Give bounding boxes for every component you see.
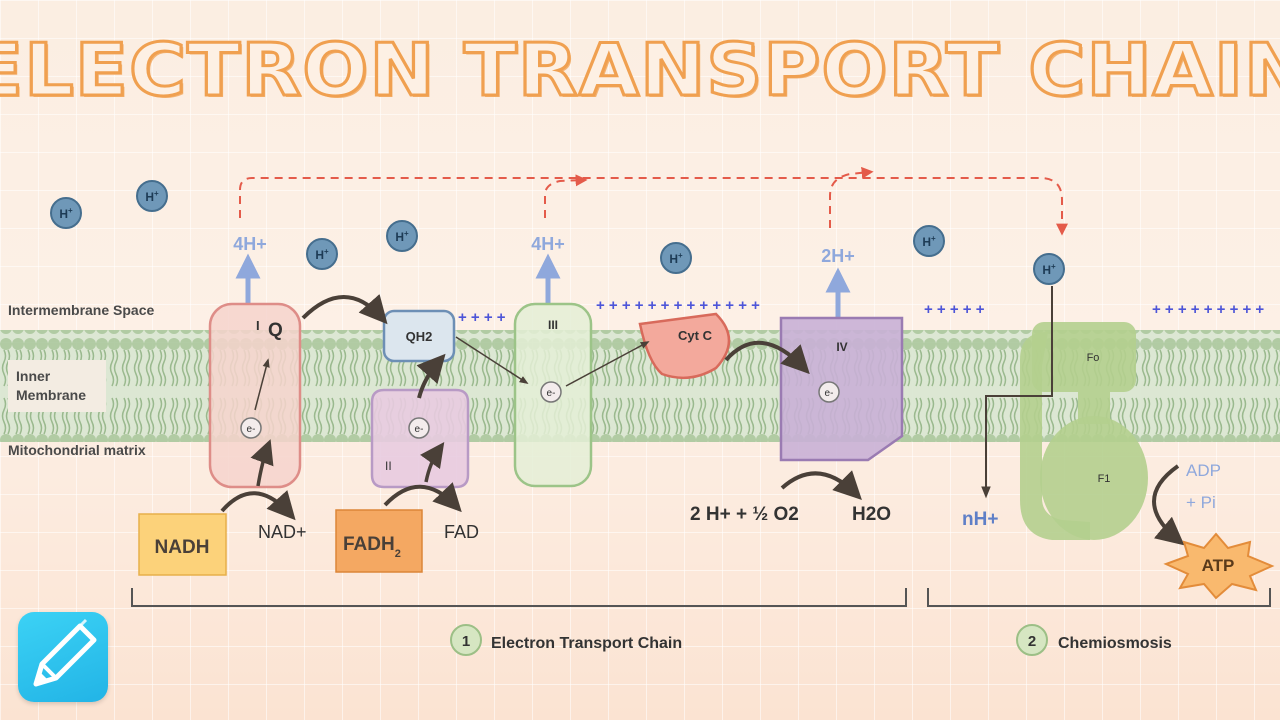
svg-text:H+: H+: [145, 189, 159, 204]
section-1-label: 1 Electron Transport Chain: [450, 624, 682, 656]
fo-subunit: [1032, 322, 1136, 392]
electron: e-: [818, 381, 840, 403]
proton: H+: [1033, 253, 1065, 285]
proton-flow-arrow-iv: [829, 166, 874, 228]
pump-c1: 4H+: [233, 234, 267, 304]
atp-burst: ATP: [1163, 532, 1275, 600]
mitochondrial-matrix-label: Mitochondrial matrix: [8, 442, 146, 458]
proton-flow-arrow-iii: [544, 174, 588, 218]
fadh2-oxidation-arrow: [383, 482, 462, 513]
svg-text:2: 2: [1028, 633, 1036, 650]
svg-text:IV: IV: [836, 340, 847, 354]
nh-label: nH+: [962, 509, 998, 530]
svg-text:ATP: ATP: [1202, 556, 1235, 575]
proton: H+: [660, 242, 692, 274]
svg-text:H+: H+: [1042, 262, 1056, 277]
svg-text:H+: H+: [315, 247, 329, 262]
svg-text:e-: e-: [415, 424, 424, 435]
app-logo[interactable]: [18, 612, 108, 702]
proton-cluster: H+ H+ H+ H+ H+ H+ H+: [50, 180, 1065, 285]
svg-text:e-: e-: [825, 388, 834, 399]
svg-text:Electron Transport Chain: Electron Transport Chain: [491, 635, 682, 652]
electron: e-: [408, 417, 430, 439]
fad-label: FAD: [444, 522, 479, 542]
inner-membrane-label-1: Inner: [16, 368, 51, 384]
svg-text:Q: Q: [268, 320, 283, 341]
inner-membrane-label-2: Membrane: [16, 387, 87, 403]
svg-text:Cyt C: Cyt C: [678, 328, 713, 343]
svg-text:H+: H+: [922, 234, 936, 249]
f1-subunit: [1040, 416, 1148, 540]
nadh-box: NADH: [138, 513, 227, 576]
electron-path-arrow: [416, 353, 446, 399]
proton: H+: [136, 180, 168, 212]
proton: H+: [913, 225, 945, 257]
qh2-carrier: QH2: [382, 309, 456, 363]
svg-text:H+: H+: [395, 229, 409, 244]
svg-text:Chemiosmosis: Chemiosmosis: [1058, 635, 1172, 652]
proton: H+: [50, 197, 82, 229]
svg-text:FADH2: FADH2: [343, 534, 401, 560]
oxygen-reactants: 2 H+ + ½ O2: [690, 504, 799, 525]
electron-entry-arrow: [420, 442, 445, 483]
charge-plus: + + + +: [458, 309, 506, 326]
electron: e-: [240, 417, 262, 439]
svg-text:I: I: [256, 318, 260, 333]
charge-plus: + + + + + + + + +: [1152, 301, 1264, 318]
svg-text:e-: e-: [247, 424, 256, 435]
electron-path-arrow: [301, 294, 388, 325]
svg-text:2H+: 2H+: [821, 246, 855, 266]
svg-text:4H+: 4H+: [531, 234, 565, 254]
nadh-oxidation-arrow: [220, 490, 296, 521]
proton: H+: [306, 238, 338, 270]
svg-text:e-: e-: [547, 388, 556, 399]
oxygen-reduction-arrow: [780, 470, 862, 500]
proton-channel-arrow: [981, 286, 1053, 499]
charge-plus: + + + + +: [924, 301, 985, 318]
svg-text:II: II: [385, 459, 392, 473]
nad-label: NAD+: [258, 522, 307, 542]
section-2-label: 2 Chemiosmosis: [1016, 624, 1172, 656]
electron-path-arrow: [724, 340, 810, 375]
pump-c3: 4H+: [531, 234, 565, 304]
electron-path-arrow: [455, 336, 529, 384]
svg-text:F1: F1: [1098, 473, 1111, 485]
svg-text:III: III: [548, 318, 558, 332]
complex-i: I Q: [208, 302, 302, 489]
pencil-icon: [33, 618, 97, 687]
svg-text:Fo: Fo: [1087, 352, 1100, 364]
pump-c4: 2H+: [821, 246, 855, 318]
electron: e-: [540, 381, 562, 403]
page-title: ELECTRON TRANSPORT CHAIN: [0, 27, 1280, 114]
charge-plus: + + + + + + + + + + + + +: [596, 297, 760, 314]
atp-synthase: Fo F1: [1020, 322, 1148, 540]
bracket-etc: [131, 588, 907, 607]
electron-path-arrow: [565, 341, 650, 387]
svg-text:4H+: 4H+: [233, 234, 267, 254]
pi-label: + Pi: [1186, 493, 1216, 512]
water-product: H2O: [852, 504, 891, 525]
complex-iv: IV: [779, 316, 904, 462]
svg-text:H+: H+: [669, 251, 683, 266]
inner-membrane-label-bg: [8, 360, 106, 412]
fadh2-box: FADH2: [335, 509, 423, 573]
svg-text:QH2: QH2: [406, 329, 433, 344]
svg-text:1: 1: [462, 633, 470, 650]
intermembrane-space-label: Intermembrane Space: [8, 302, 155, 318]
adp-label: ADP: [1186, 461, 1221, 480]
svg-text:NADH: NADH: [155, 537, 210, 558]
proton-flow-arrow: [239, 177, 1068, 236]
electron-entry-arrow: [250, 439, 274, 487]
cytochrome-c: Cyt C: [638, 312, 731, 380]
proton: H+: [386, 220, 418, 252]
atp-formation-arrow: [1152, 464, 1185, 546]
bracket-chemiosmosis: [927, 588, 1271, 607]
svg-text:H+: H+: [59, 206, 73, 221]
